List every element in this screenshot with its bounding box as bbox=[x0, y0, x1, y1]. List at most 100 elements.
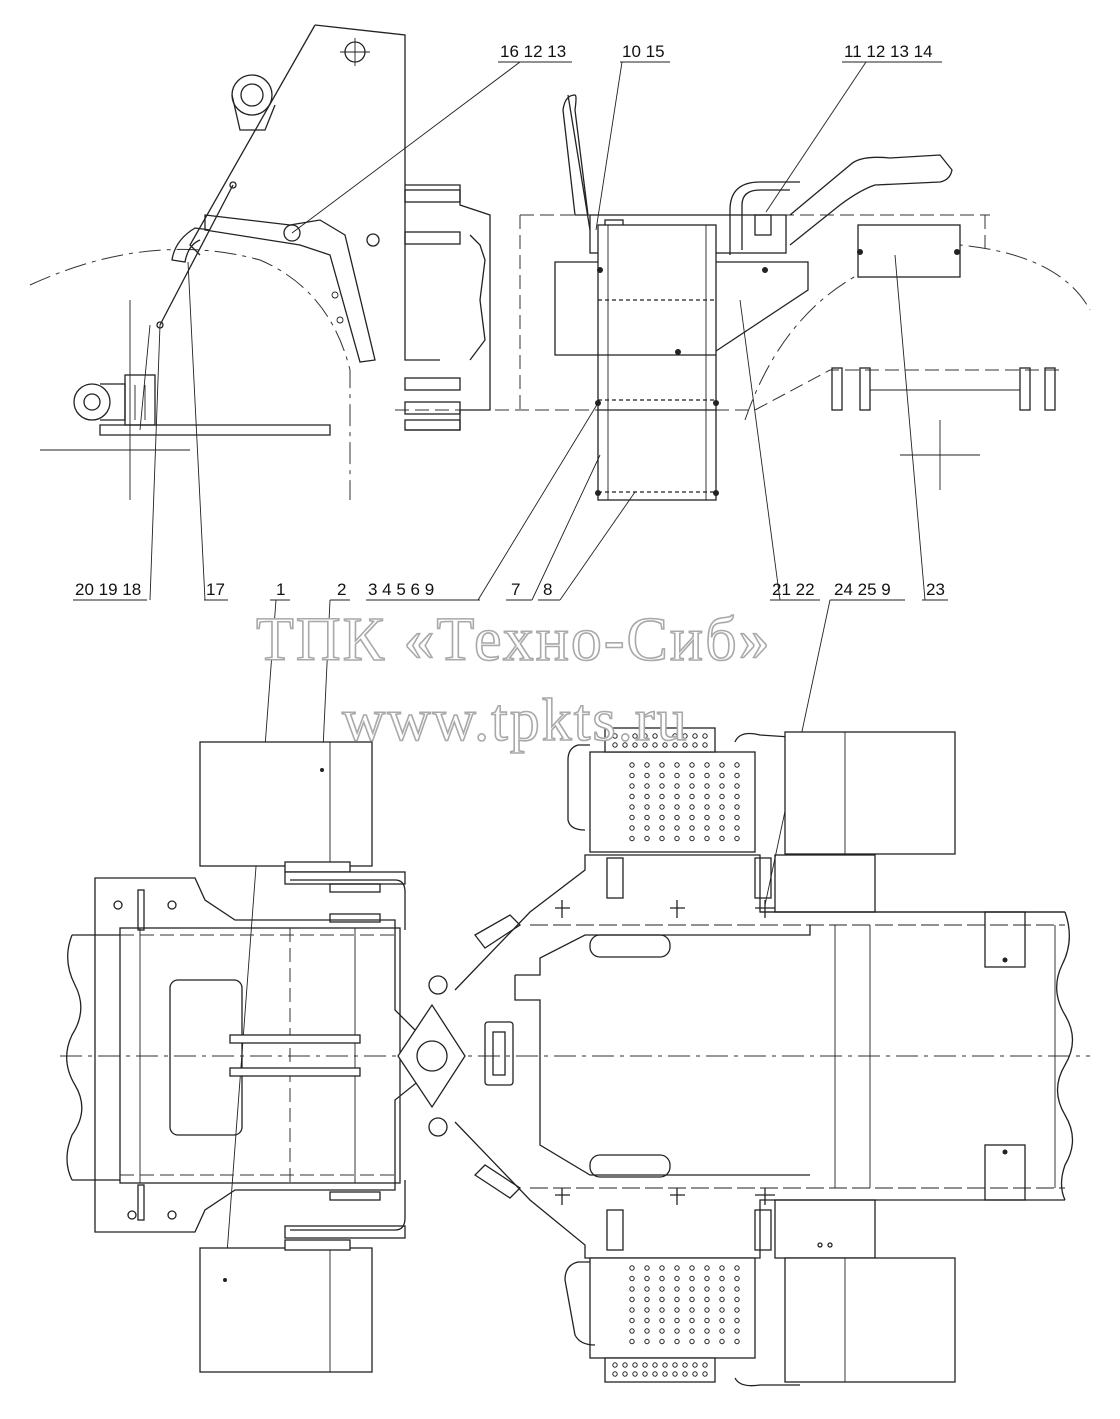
perforation-hole bbox=[659, 772, 665, 779]
perforation-hole bbox=[644, 825, 650, 831]
perforation-hole bbox=[659, 783, 665, 789]
perforation-hole bbox=[734, 772, 740, 779]
perforation-hole bbox=[689, 1275, 695, 1282]
perforation-hole bbox=[719, 1265, 725, 1271]
perforation-hole bbox=[644, 1338, 650, 1345]
perforation-hole bbox=[719, 814, 725, 821]
perforation-hole bbox=[629, 1338, 635, 1345]
perforation-hole bbox=[674, 1265, 680, 1271]
perforation-hole bbox=[662, 742, 668, 748]
perforation-hole bbox=[629, 1307, 635, 1313]
perforation-hole bbox=[692, 742, 698, 748]
perforation-hole bbox=[629, 1296, 635, 1303]
perforation-hole bbox=[612, 1371, 618, 1377]
perforation-hole bbox=[629, 772, 635, 779]
perforation-hole bbox=[734, 1317, 740, 1324]
perforation-hole bbox=[674, 1328, 680, 1334]
perforation-hole bbox=[719, 1296, 725, 1303]
perforation-hole bbox=[719, 762, 725, 768]
callout-17: 17 bbox=[206, 580, 225, 599]
perforation-hole bbox=[622, 742, 628, 748]
perforation-hole bbox=[674, 772, 680, 779]
perforation-hole bbox=[689, 835, 695, 842]
perforation-hole bbox=[652, 733, 658, 739]
perforation-hole bbox=[644, 1307, 650, 1313]
callout-10-15: 10 15 bbox=[622, 42, 665, 61]
handrail-plan-bottom bbox=[564, 1261, 596, 1346]
perforation-hole bbox=[659, 1328, 665, 1334]
perforation-hole bbox=[689, 814, 695, 821]
perforation-hole bbox=[719, 1328, 725, 1334]
perforation-hole bbox=[652, 1362, 658, 1368]
wing-nuts bbox=[555, 900, 775, 1205]
fender-plan-bottom bbox=[784, 1257, 956, 1383]
perforation-hole bbox=[612, 1362, 618, 1368]
perforation-hole bbox=[704, 1286, 710, 1292]
perforation-hole bbox=[659, 1317, 665, 1324]
perforation-hole bbox=[644, 762, 650, 768]
fender bbox=[789, 154, 953, 246]
perforation-hole bbox=[629, 1275, 635, 1282]
perforation-hole bbox=[622, 1362, 628, 1368]
perforation-hole bbox=[702, 1371, 708, 1377]
perforation-hole bbox=[672, 1362, 678, 1368]
rod-17 bbox=[159, 184, 234, 326]
perforation-hole bbox=[674, 762, 680, 768]
perforation-hole bbox=[644, 1328, 650, 1334]
rear-bracket-top bbox=[984, 911, 1026, 968]
perforation-hole bbox=[644, 1317, 650, 1324]
perforation-hole bbox=[652, 742, 658, 748]
perforation-hole bbox=[719, 804, 725, 810]
perforation-hole bbox=[704, 825, 710, 831]
perforation-hole bbox=[704, 772, 710, 779]
perforation-hole bbox=[632, 1362, 638, 1368]
perforation-hole bbox=[689, 804, 695, 810]
perforation-hole bbox=[674, 1338, 680, 1345]
perforation-hole bbox=[704, 783, 710, 789]
perforation-hole bbox=[642, 1371, 648, 1377]
perforation-hole bbox=[689, 762, 695, 768]
nameplate bbox=[857, 224, 961, 278]
perforation-hole bbox=[734, 1296, 740, 1303]
rear-bracket-bottom bbox=[984, 1144, 1026, 1201]
perforation-hole bbox=[659, 1286, 665, 1292]
perforation-hole bbox=[689, 1317, 695, 1324]
perforation-hole bbox=[659, 1338, 665, 1345]
perforation-hole bbox=[662, 1371, 668, 1377]
perforation-hole bbox=[719, 1286, 725, 1292]
perforation-hole bbox=[629, 835, 635, 842]
perforation-hole bbox=[704, 1265, 710, 1271]
perforation-hole bbox=[659, 1307, 665, 1313]
perforation-hole bbox=[629, 1286, 635, 1292]
perforation-hole bbox=[629, 793, 635, 800]
perforation-hole bbox=[719, 772, 725, 779]
perforation-hole bbox=[622, 733, 628, 739]
perforation-hole bbox=[704, 814, 710, 821]
lift-eye bbox=[231, 74, 273, 116]
perforation-hole bbox=[674, 1275, 680, 1282]
watermark-company: ТПК «Техно-Сиб» bbox=[256, 606, 772, 674]
perforation-hole bbox=[719, 835, 725, 842]
coupling-pin bbox=[416, 1040, 448, 1072]
perforation-hole bbox=[702, 733, 708, 739]
perforation-hole bbox=[629, 804, 635, 810]
perforation-hole bbox=[719, 783, 725, 789]
perforation-hole bbox=[719, 1275, 725, 1282]
perforation-hole bbox=[674, 1317, 680, 1324]
perforation-hole bbox=[689, 1296, 695, 1303]
front-frame bbox=[94, 877, 421, 1233]
rear-frame-top bbox=[454, 854, 1065, 991]
perforation-hole bbox=[704, 835, 710, 842]
frame-bottom-hidden-line bbox=[395, 369, 1060, 411]
callout-labels: 16 12 13 10 15 11 12 13 14 20 19 18 17 1… bbox=[73, 42, 948, 601]
perforation-hole bbox=[734, 793, 740, 800]
perforation-hole bbox=[672, 733, 678, 739]
perforation-hole bbox=[644, 783, 650, 789]
perforation-hole bbox=[632, 742, 638, 748]
perforation-hole bbox=[642, 733, 648, 739]
callout-24-25-9: 24 25 9 bbox=[834, 580, 891, 599]
hitch-plate bbox=[169, 979, 243, 1136]
perforation-hole bbox=[629, 1317, 635, 1324]
perforation-hole bbox=[719, 825, 725, 831]
perforation-hole bbox=[692, 1371, 698, 1377]
